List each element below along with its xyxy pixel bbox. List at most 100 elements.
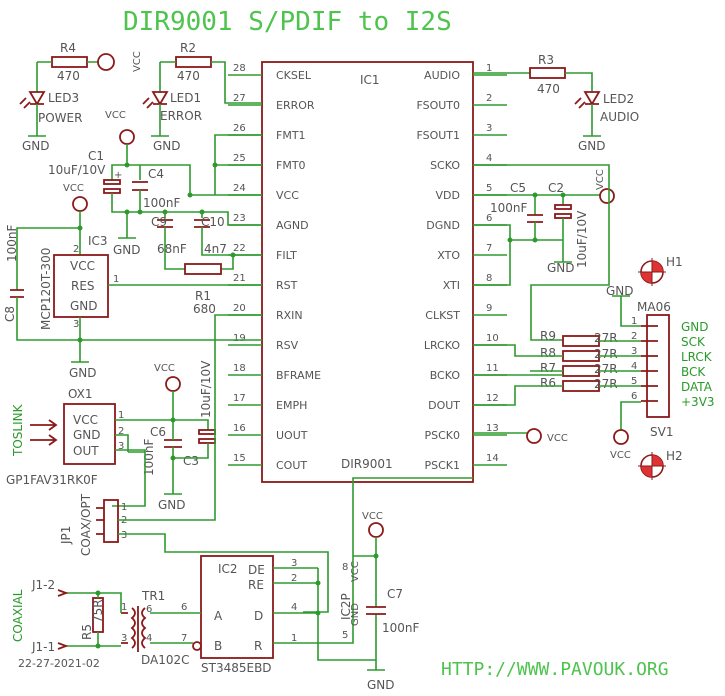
c10-label: C10 [201, 215, 225, 229]
ic1-pin-name: RSV [276, 339, 299, 352]
ic3-gnd: GND [69, 366, 97, 380]
c3-plate [198, 438, 216, 444]
vcc-symbol [165, 376, 181, 392]
r4-resistor [51, 56, 88, 68]
c4-value: 100nF [143, 196, 181, 210]
c5-label: C5 [510, 181, 526, 195]
led3-gnd: GND [22, 139, 50, 153]
scko-wire [473, 164, 610, 341]
led3-desc: POWER [38, 111, 82, 125]
r2-value: 470 [177, 69, 200, 83]
ic2p-pin8: 8 [342, 562, 348, 573]
r5-label: R5 [80, 624, 94, 640]
ic2p-label: IC2P [339, 593, 353, 620]
h1-label: H1 [666, 255, 683, 269]
ox1-gnd-wire [164, 420, 209, 495]
coax-connector-pins [57, 589, 69, 650]
h2-label: H2 [666, 449, 683, 463]
sv1-pin-number: 5 [631, 376, 637, 387]
agnd-gnd: GND [113, 243, 141, 257]
led2-light-arrows [574, 97, 586, 109]
c5-value: 100nF [490, 201, 528, 215]
ox1-pin2: 2 [118, 426, 124, 437]
tr1-leads [121, 612, 128, 644]
resistor-out-wire [599, 340, 641, 387]
ic3-pin3: 3 [73, 319, 79, 330]
jp1-pin1: 1 [121, 502, 127, 513]
ic1-pin-number: 5 [486, 183, 492, 194]
ic1-pin-number: 20 [233, 303, 246, 314]
sv1-signal-3v3: +3V3 [681, 395, 715, 409]
mounting-hole-h1 [638, 258, 666, 286]
vcc-label: VCC [105, 110, 126, 121]
ic2-pin1: 1 [291, 633, 297, 644]
ic1-pin-number: 22 [233, 243, 246, 254]
c2-plate [554, 204, 572, 210]
ic1-name: IC1 [360, 73, 380, 87]
ic3-pin-res: RES [71, 279, 95, 293]
ox1-gnd: GND [158, 498, 186, 512]
r2-resistor [175, 56, 212, 68]
ic2-wire [273, 477, 473, 661]
c8-label: C8 [3, 306, 17, 322]
ic2-body [200, 555, 274, 659]
led1-light-arrows [142, 97, 154, 109]
tr1-part: DA102C [141, 653, 190, 667]
vcc-symbol [119, 129, 135, 145]
led3-gnd-wire [28, 104, 46, 137]
led3-light-arrows [19, 97, 31, 109]
ic1-pin-name: ERROR [276, 99, 315, 112]
vcc-net-wire [111, 134, 262, 196]
r3-wire [565, 72, 593, 92]
sv1-signal-data: DATA [681, 380, 713, 394]
ic1-pin-name: DOUT [428, 399, 460, 412]
vcc-label: VCC [595, 169, 606, 190]
ic2-pin3: 3 [291, 558, 297, 569]
sv1-signal-lrck: LRCK [681, 350, 713, 364]
sv1-pin-number: 1 [631, 316, 637, 327]
vcc-symbol [368, 522, 384, 538]
r9-label: R9 [540, 329, 556, 343]
sv1-gnd: GND [606, 284, 634, 298]
led2-diode [583, 91, 601, 106]
ma06-label: MA06 [637, 300, 671, 314]
c7-label: C7 [387, 587, 403, 601]
sv1-pin-number: 3 [631, 346, 637, 357]
ic1-pin-number: 14 [486, 453, 499, 464]
c1-value: 10uF/10V [48, 163, 106, 177]
c9-value: 68nF [157, 242, 187, 256]
ox1-out-wire [112, 449, 146, 507]
ic1-pin-number: 10 [486, 333, 499, 344]
ic1-pin-name: PSCK1 [424, 459, 460, 472]
c3-label: C3 [183, 454, 199, 468]
tr1-label: TR1 [141, 589, 165, 603]
ic1-pin-number: 9 [486, 303, 492, 314]
ic3-pin2: 2 [73, 244, 79, 255]
r3-value: 470 [537, 82, 560, 96]
j11-label: J1-1 [31, 640, 55, 654]
ic1-pin-number: 21 [233, 273, 246, 284]
ic1-pin-name: XTO [437, 249, 460, 262]
ic3-pin-gnd: GND [70, 299, 98, 313]
ic1-pin-name: COUT [276, 459, 307, 472]
agnd-net-wire [111, 190, 262, 239]
ic3-vcc-wire [16, 211, 81, 290]
ic1-pin-name: DGND [426, 219, 460, 232]
led1-diode [151, 91, 169, 106]
ic2p-vcc: VCC [350, 561, 361, 582]
ic1-pin-name: XTI [443, 279, 460, 292]
vcc-symbol [97, 53, 115, 71]
ic2-pin-de: DE [248, 563, 265, 577]
ox1-pin3: 3 [118, 441, 124, 452]
led2-gnd-wire [583, 104, 601, 137]
r3-resistor [529, 67, 566, 79]
ic1-pin-name: FMT0 [276, 159, 306, 172]
sv1-pin-number: 6 [631, 391, 637, 402]
ic1-pin-number: 1 [486, 63, 492, 74]
c7-gnd: GND [367, 678, 395, 692]
sv1-signal-sck: SCK [681, 335, 706, 349]
ic3-label: IC3 [88, 234, 108, 248]
ic1-pin-name: SCKO [430, 159, 460, 172]
tr1-pin3: 3 [121, 633, 127, 644]
